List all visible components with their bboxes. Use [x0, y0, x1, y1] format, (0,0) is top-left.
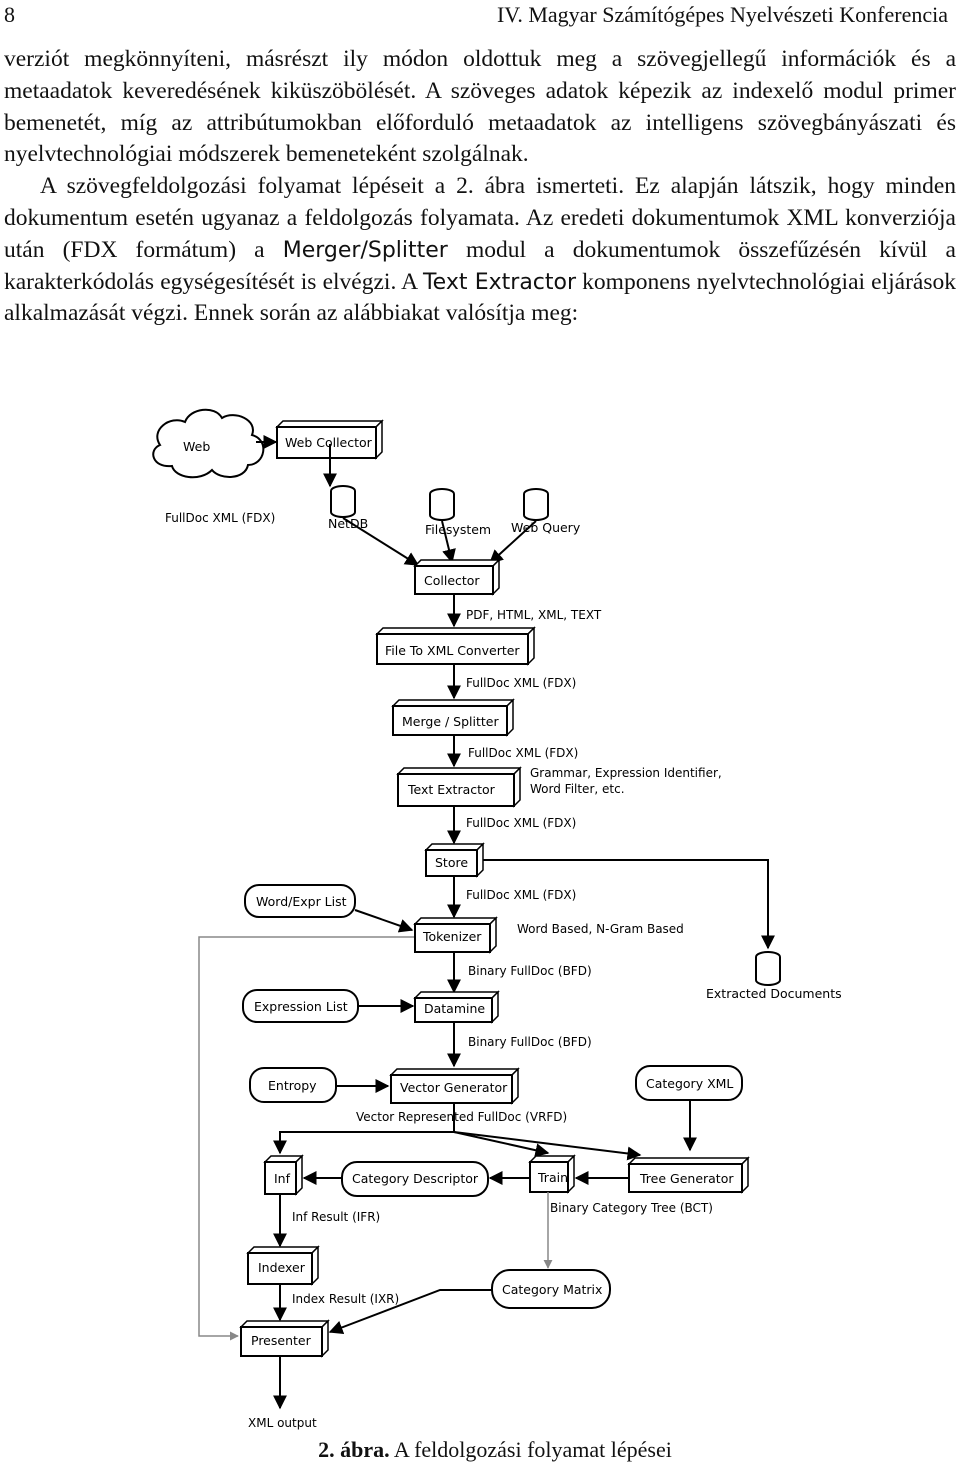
label-ixr: Index Result (IXR)	[292, 1292, 399, 1306]
label-pdf-html: PDF, HTML, XML, TEXT	[466, 608, 602, 622]
paragraph-2-part-3: komponens nyelvtechnológiai eljárások al…	[4, 268, 957, 327]
page-header: 8 IV. Magyar Számítógépes Nyelvészeti Ko…	[0, 0, 960, 30]
label-vrfd: Vector Represented FullDoc (VRFD)	[356, 1110, 567, 1124]
page-number: 8	[4, 2, 15, 27]
figure-caption: 2. ábra. A feldolgozási folyamat lépései	[0, 1437, 960, 1463]
figure-processing-pipeline: Web Web Collector FullDoc XML (FDX) NetD…	[0, 400, 960, 1440]
running-title: IV. Magyar Számítógépes Nyelvészeti Konf…	[496, 2, 948, 27]
tokenizer-box: Tokenizer	[413, 916, 498, 954]
tree-generator-box: Tree Generator	[627, 1156, 750, 1194]
label-fdx-2: FullDoc XML (FDX)	[468, 746, 578, 760]
label-grammar: Grammar, Expression Identifier,	[530, 766, 722, 780]
vector-generator-box: Vector Generator	[389, 1067, 520, 1105]
paragraph-2-part-2: modul a dokumentumok összefűzésén kívül …	[4, 236, 956, 295]
merge-splitter-box: Merge / Splitter	[391, 698, 515, 737]
category-xml-box: Category XML	[635, 1065, 743, 1101]
node-merge-splitter: Merge / Splitter	[402, 714, 499, 729]
label-bct: Binary Category Tree (BCT)	[550, 1201, 713, 1215]
extracted-documents-database: Extracted Documents	[706, 951, 842, 1001]
web-cloud: Web	[152, 408, 265, 479]
word-expr-list-box: Word/Expr List	[244, 884, 356, 918]
node-web: Web	[183, 439, 210, 454]
node-filesystem: Filesystem	[425, 522, 491, 537]
node-train: Train	[537, 1170, 568, 1185]
term-text-extractor: Text Extractor	[422, 269, 577, 295]
node-entropy: Entropy	[268, 1078, 317, 1093]
term-merger-splitter: Merger/Splitter	[282, 237, 448, 263]
train-box: Train	[528, 1154, 576, 1194]
node-web-query: Web Query	[511, 520, 581, 535]
category-matrix-box: Category Matrix	[491, 1269, 611, 1309]
filesystem-database: Filesystem	[425, 488, 491, 537]
node-tokenizer: Tokenizer	[422, 929, 482, 944]
label-word-based: Word Based, N-Gram Based	[517, 922, 684, 936]
node-category-xml: Category XML	[646, 1076, 733, 1091]
store-box: Store	[424, 842, 485, 878]
node-collector: Collector	[424, 573, 480, 588]
node-inf: Inf	[274, 1171, 291, 1186]
entropy-box: Entropy	[249, 1067, 337, 1103]
label-fulldoc-left: FullDoc XML (FDX)	[165, 511, 275, 525]
node-tree-generator: Tree Generator	[639, 1171, 734, 1186]
expression-list-box: Expression List	[242, 989, 359, 1023]
label-fdx-3: FullDoc XML (FDX)	[466, 816, 576, 830]
node-vector-generator: Vector Generator	[400, 1080, 508, 1095]
node-category-matrix: Category Matrix	[502, 1282, 602, 1297]
inf-box: Inf	[263, 1154, 304, 1196]
caption-text: A feldolgozási folyamat lépései	[389, 1437, 672, 1462]
label-bfd-2: Binary FullDoc (BFD)	[468, 1035, 592, 1049]
category-descriptor-box: Category Descriptor	[341, 1161, 489, 1197]
pipeline-diagram: Web Web Collector FullDoc XML (FDX) NetD…	[152, 408, 842, 1430]
node-word-expr-list: Word/Expr List	[256, 894, 347, 909]
node-datamine: Datamine	[424, 1001, 485, 1016]
presenter-box: Presenter	[239, 1319, 330, 1358]
node-store: Store	[435, 855, 468, 870]
node-xml-output: XML output	[248, 1416, 317, 1430]
text-extractor-box: Text Extractor	[396, 766, 522, 808]
node-expression-list: Expression List	[254, 999, 348, 1014]
file-to-xml-box: File To XML Converter	[375, 626, 536, 666]
node-category-descriptor: Category Descriptor	[352, 1171, 479, 1186]
label-fdx-4: FullDoc XML (FDX)	[466, 888, 576, 902]
node-netdb: NetDB	[328, 516, 368, 531]
node-presenter: Presenter	[251, 1333, 312, 1348]
netdb-database: NetDB	[328, 485, 368, 531]
paragraph-2-part-1: A szövegfeldolgozási folyamat lépéseit a…	[4, 173, 956, 263]
datamine-box: Datamine	[413, 990, 500, 1024]
paragraph-1: verziót megkönnyíteni, másrészt ily módo…	[4, 46, 956, 168]
node-extracted-documents: Extracted Documents	[706, 986, 842, 1001]
paragraph-2: A szövegfeldolgozási folyamat lépéseit a…	[4, 171, 956, 330]
web-query-database: Web Query	[511, 488, 581, 535]
label-fdx-1: FullDoc XML (FDX)	[466, 676, 576, 690]
label-ifr: Inf Result (IFR)	[292, 1210, 380, 1224]
node-file-to-xml: File To XML Converter	[385, 643, 520, 658]
body-text: verziót megkönnyíteni, másrészt ily módo…	[4, 44, 956, 330]
node-web-collector: Web Collector	[285, 435, 373, 450]
collector-box: Collector	[413, 558, 501, 596]
label-bfd-1: Binary FullDoc (BFD)	[468, 964, 592, 978]
label-word-filter: Word Filter, etc.	[530, 782, 625, 796]
node-text-extractor: Text Extractor	[407, 782, 496, 797]
caption-label: 2. ábra.	[318, 1437, 390, 1462]
node-indexer: Indexer	[258, 1260, 306, 1275]
indexer-box: Indexer	[246, 1245, 320, 1286]
web-collector-box: Web Collector	[275, 419, 384, 460]
